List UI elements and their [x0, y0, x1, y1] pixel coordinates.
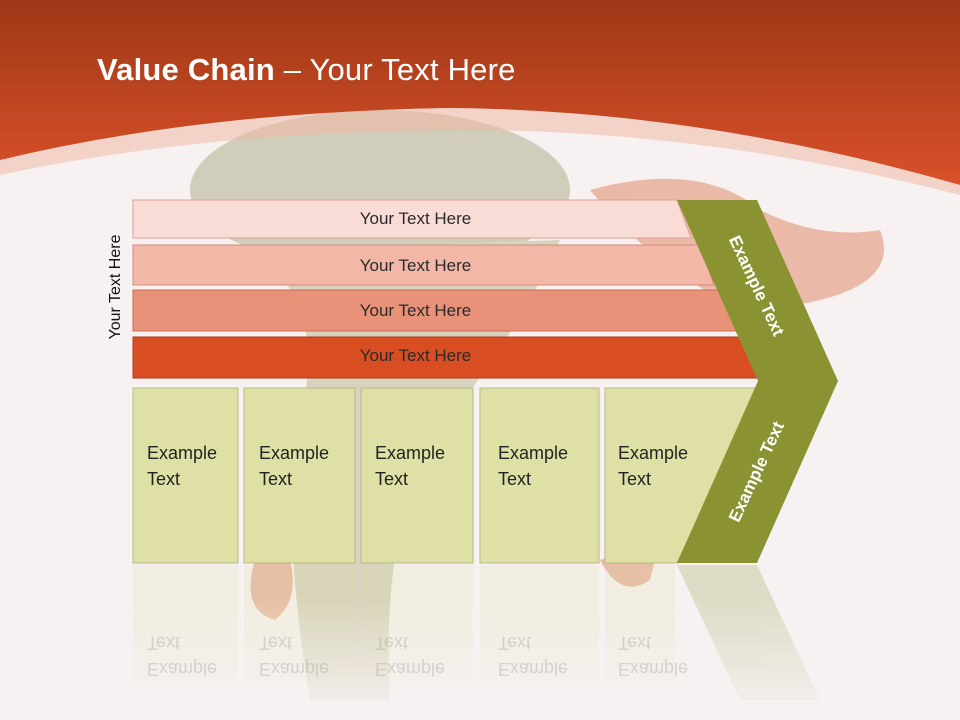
bar-shape-1 — [132, 199, 692, 239]
box-reflection-1: Example Text — [147, 633, 218, 679]
header-arc — [0, 108, 960, 195]
header-band — [0, 0, 960, 185]
box-reflection-3: Example Text — [375, 633, 446, 679]
box-reflection-2: Example Text — [259, 633, 330, 679]
box-shape-2 — [243, 387, 356, 564]
box-shape-1 — [132, 387, 239, 564]
bar-label-2: Your Text Here — [359, 256, 472, 275]
box-shape-4 — [479, 387, 600, 564]
box-shape-3 — [360, 387, 474, 564]
box-label-2: Example Text — [259, 443, 330, 489]
side-label: Your Text Here — [107, 234, 124, 340]
box-label-1: Example Text — [147, 443, 218, 489]
box-label-4: Example Text — [498, 443, 569, 489]
chevron-shape — [677, 200, 838, 563]
title-bold: Value Chain — [97, 52, 275, 87]
box-reflection-5: Example Text — [618, 633, 689, 679]
box-reflection-4: Example Text — [498, 633, 569, 679]
box-label-3: Example Text — [375, 443, 446, 489]
bar-label-1: Your Text Here — [359, 209, 472, 228]
box-label-5: Example Text — [618, 443, 689, 489]
bar-shape-2 — [132, 244, 715, 286]
slide-title: Value Chain – Your Text Here — [97, 52, 516, 88]
bar-label-4: Your Text Here — [359, 346, 472, 365]
title-rest: – Your Text Here — [274, 52, 516, 87]
bar-label-3: Your Text Here — [359, 301, 472, 320]
